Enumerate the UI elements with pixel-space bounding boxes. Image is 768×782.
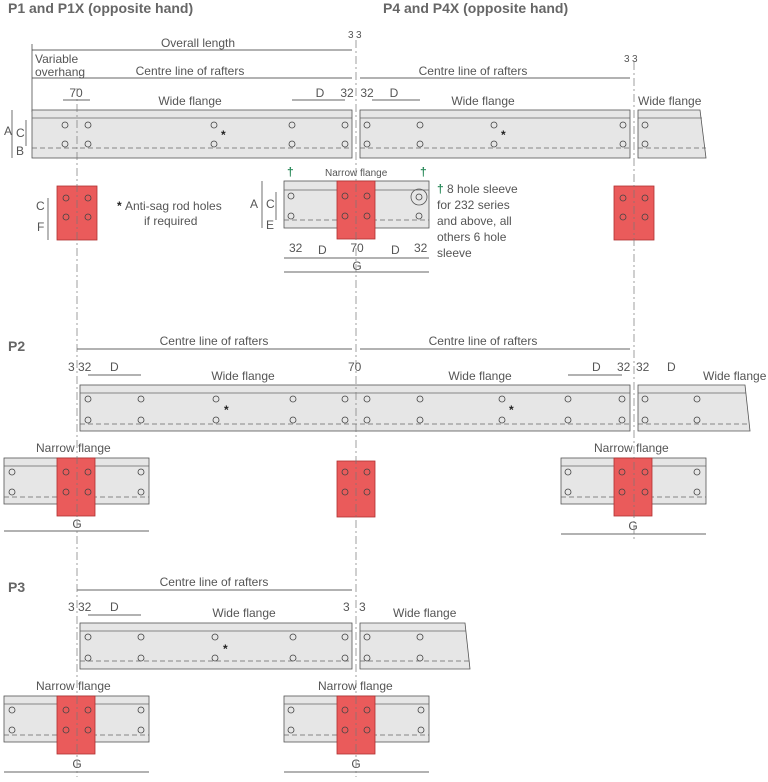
p2-section: Centre line of rafters Centre line of ra…: [3, 334, 767, 535]
centre-line-label-p2-r: Centre line of rafters: [429, 334, 538, 348]
sleeve-note-line-1: 8 hole sleeve: [447, 182, 518, 196]
holes-p2: [84, 395, 701, 424]
sleeve-note-line-2: for 232 series: [437, 198, 510, 212]
dagger-left: †: [287, 165, 294, 179]
title-p2: P2: [8, 338, 25, 354]
sleeve-p2-left: [56, 457, 96, 517]
anti-sag-star-p1: *: [221, 128, 226, 142]
dim-3-p3-c: 3: [359, 600, 366, 614]
dim-32-p2-r1: 32: [617, 360, 631, 374]
sleeve-note-line-4: others 6 hole: [437, 230, 507, 244]
wide-flange-label-p3: Wide flange: [212, 606, 276, 620]
beam-p4: [359, 109, 631, 159]
dim-c-detail: C: [266, 197, 275, 211]
sleeve-note-line-3: and above, all: [437, 214, 512, 228]
dim-3-p3-b: 3: [343, 600, 350, 614]
dim-70-label: 70: [69, 86, 83, 100]
p3-section: Centre line of rafters 3 32 D 3 3 Wide f…: [3, 575, 471, 773]
beam-p2-next: [637, 384, 751, 432]
dim-32-p2-r2: 32: [636, 360, 650, 374]
dim-a: A: [4, 124, 12, 138]
narrow-flange-label-p3-m: Narrow flange: [318, 679, 393, 693]
dim-d-p4: D: [390, 86, 399, 100]
dim-70-detail: 70: [350, 241, 364, 255]
wide-flange-label-p2-l: Wide flange: [211, 369, 275, 383]
centre-line-label-p3: Centre line of rafters: [160, 575, 269, 589]
dim-d-detail-r: D: [391, 243, 400, 257]
dim-d-p3: D: [110, 600, 119, 614]
anti-sag-note-1: Anti-sag rod holes: [125, 199, 222, 213]
sleeve-hole-callout-circle: [410, 188, 428, 206]
sleeve-note-dagger: †: [437, 182, 444, 196]
dim-3-c: 3: [624, 54, 630, 65]
title-p1: P1 and P1X (opposite hand): [8, 0, 193, 16]
dim-c: C: [16, 126, 25, 140]
dim-32-detail-r: 32: [414, 241, 428, 255]
dim-c-sleeve: C: [36, 199, 45, 213]
sleeve-note-line-5: sleeve: [437, 246, 472, 260]
dim-70-p2: 70: [348, 360, 362, 374]
beam-p3-next: [359, 622, 471, 670]
title-p4: P4 and P4X (opposite hand): [383, 0, 568, 16]
narrow-flange-label-p2-r: Narrow flange: [594, 441, 669, 455]
title-p3: P3: [8, 579, 25, 595]
wide-flange-label-p1: Wide flange: [158, 94, 222, 108]
dim-3-p2: 3: [68, 360, 75, 374]
dim-3-b: 3: [356, 30, 362, 41]
dim-a-detail: A: [250, 197, 258, 211]
dagger-right: †: [420, 165, 427, 179]
dim-d-p2-next: D: [667, 360, 676, 374]
wide-flange-label-p4-next: Wide flange: [638, 94, 702, 108]
dim-e-detail: E: [266, 218, 274, 232]
dim-b: B: [16, 144, 24, 158]
dim-32-p4: 32: [360, 86, 374, 100]
p1-p4-section: Overall length Variable overhang Centre …: [4, 30, 707, 273]
sleeve-p3-left: [56, 695, 96, 755]
dim-d-p2-r: D: [592, 360, 601, 374]
dim-32-p2-l: 32: [78, 360, 92, 374]
sleeve-p2-right: [613, 457, 653, 517]
narrow-flange-label-p3-l: Narrow flange: [36, 679, 111, 693]
dim-g-detail: G: [352, 259, 361, 273]
beam-p1: [31, 109, 353, 159]
anti-sag-star-p3: *: [223, 642, 228, 656]
narrow-flange-label-p2-l: Narrow flange: [36, 441, 111, 455]
centre-line-label-p4: Centre line of rafters: [419, 64, 528, 78]
wide-flange-label-p3-next: Wide flange: [393, 606, 457, 620]
wide-flange-label-p2-r: Wide flange: [448, 369, 512, 383]
beam-p4-next: [637, 109, 707, 159]
anti-sag-note-2: if required: [144, 214, 197, 228]
anti-sag-star-p2-l: *: [224, 403, 229, 417]
dim-32-p1: 32: [340, 86, 354, 100]
dim-g-p2-r: G: [628, 519, 637, 533]
variable-overhang-label-1: Variable: [35, 52, 78, 66]
dim-32-p3: 32: [78, 600, 92, 614]
centre-line-label-p2-l: Centre line of rafters: [160, 334, 269, 348]
dim-d-p2-l: D: [110, 360, 119, 374]
wide-flange-label-p4: Wide flange: [451, 94, 515, 108]
holes-p1: [61, 121, 349, 148]
variable-overhang-label-2: overhang: [35, 65, 85, 79]
holes-p4: [363, 121, 649, 148]
dim-3-a: 3: [348, 30, 354, 41]
dim-32-detail-l: 32: [289, 241, 303, 255]
anti-sag-star-p4: *: [501, 128, 506, 142]
anti-sag-note-star: *: [117, 199, 122, 213]
dim-d-p1: D: [316, 86, 325, 100]
dim-d-detail-l: D: [318, 243, 327, 257]
centre-line-label-p1: Centre line of rafters: [136, 64, 245, 78]
holes-p3: [84, 633, 424, 662]
wide-flange-label-p2-next: Wide flange: [703, 369, 767, 383]
dim-3-p3-a: 3: [68, 600, 75, 614]
overall-length-label: Overall length: [161, 36, 235, 50]
beam-p3: [79, 622, 353, 670]
dim-3-d: 3: [632, 54, 638, 65]
anti-sag-star-p2-r: *: [509, 403, 514, 417]
dim-f-sleeve: F: [37, 220, 44, 234]
